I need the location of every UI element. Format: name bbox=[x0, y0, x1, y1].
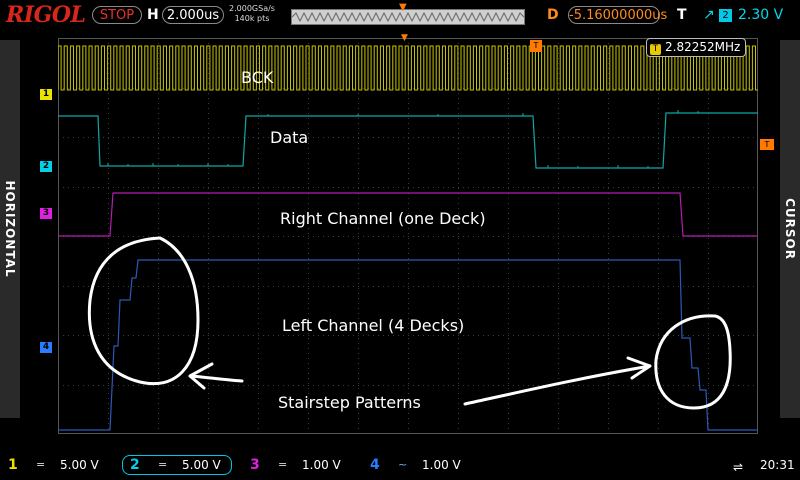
ch2-active-frame bbox=[122, 455, 232, 475]
memory-timeline-bar[interactable] bbox=[291, 9, 525, 25]
waveform-canvas bbox=[57, 38, 759, 434]
ch2-offset-marker[interactable]: 2 bbox=[40, 161, 52, 172]
ch2-number: 2 bbox=[130, 457, 140, 473]
clock: 20:31 bbox=[760, 458, 795, 472]
ch2-status[interactable]: 2 = 5.00 V bbox=[130, 455, 240, 475]
ac-coupling-icon: ~ bbox=[398, 458, 408, 471]
waveform-display[interactable] bbox=[57, 38, 759, 434]
dc-coupling-icon: = bbox=[36, 458, 46, 471]
ch4-status[interactable]: 4 ~ 1.00 V bbox=[370, 455, 480, 475]
frequency-counter: T 2.82252MHz bbox=[646, 38, 747, 57]
top-status-bar: RIGOL STOP H 2.000us 2.000GSa/s 140k pts… bbox=[0, 0, 800, 32]
horizontal-tab-label: HORIZONTAL bbox=[3, 180, 17, 278]
graticule bbox=[58, 38, 758, 434]
cursor-menu-tab[interactable]: CURSOR bbox=[780, 40, 800, 418]
delay-value[interactable]: -5.16000000us bbox=[568, 6, 668, 24]
ch1-offset-marker[interactable]: 1 bbox=[40, 89, 52, 100]
usb-icon: ⇌ bbox=[733, 460, 744, 474]
ch4-offset-marker[interactable]: 4 bbox=[40, 342, 52, 353]
ch4-number: 4 bbox=[370, 457, 380, 473]
annotation-bck: BCK bbox=[241, 68, 274, 87]
ch1-scale: 5.00 V bbox=[60, 458, 99, 472]
ch3-status[interactable]: 3 = 1.00 V bbox=[250, 455, 360, 475]
ch3-right-channel-trace bbox=[58, 192, 758, 237]
dc-coupling-icon: = bbox=[278, 458, 288, 471]
frequency-value: 2.82252MHz bbox=[665, 40, 741, 54]
trigger-label: T bbox=[677, 7, 687, 23]
trigger-position-icon: ▼ bbox=[399, 2, 407, 13]
trigger-time-marker[interactable]: T bbox=[530, 40, 542, 52]
trigger-position-arrow-icon: ▼ bbox=[401, 33, 408, 43]
trigger-source-badge[interactable]: 2 bbox=[719, 9, 732, 22]
trigger-t-icon: T bbox=[650, 44, 661, 55]
annotation-left-channel: Left Channel (4 Decks) bbox=[282, 316, 465, 335]
trigger-level-marker[interactable]: T bbox=[760, 139, 774, 150]
dc-coupling-icon: = bbox=[158, 458, 168, 471]
memory-depth: 140k pts bbox=[234, 14, 270, 23]
ch1-bck-trace bbox=[57, 45, 759, 91]
horizontal-menu-tab[interactable]: HORIZONTAL bbox=[0, 40, 20, 418]
timeline-waveform-preview bbox=[292, 11, 524, 23]
delay-label: D bbox=[547, 7, 559, 23]
acquisition-info: 2.000GSa/s 140k pts bbox=[229, 4, 275, 24]
sample-rate: 2.000GSa/s bbox=[229, 4, 275, 13]
annotation-data: Data bbox=[270, 128, 309, 147]
run-stop-button[interactable]: STOP bbox=[92, 6, 142, 24]
cursor-tab-label: CURSOR bbox=[783, 198, 797, 260]
ch2-data-trace bbox=[58, 112, 758, 169]
ch3-scale: 1.00 V bbox=[302, 458, 341, 472]
trigger-level[interactable]: 2.30 V bbox=[738, 7, 784, 23]
annotation-stairstep: Stairstep Patterns bbox=[278, 393, 421, 412]
rising-edge-icon: ↗ bbox=[703, 7, 715, 23]
brand-logo: RIGOL bbox=[6, 2, 86, 28]
annotation-right-channel: Right Channel (one Deck) bbox=[280, 209, 486, 228]
channel-status-bar: 1 = 5.00 V 2 = 5.00 V 3 = 1.00 V 4 ~ 1.0… bbox=[0, 452, 800, 480]
ch2-data-noise bbox=[107, 110, 699, 168]
ch4-scale: 1.00 V bbox=[422, 458, 461, 472]
horizontal-scale[interactable]: 2.000us bbox=[162, 6, 224, 24]
ch3-offset-marker[interactable]: 3 bbox=[40, 208, 52, 219]
horizontal-label: H bbox=[147, 7, 159, 23]
ch3-number: 3 bbox=[250, 457, 260, 473]
ch1-status[interactable]: 1 = 5.00 V bbox=[8, 455, 118, 475]
ch1-number: 1 bbox=[8, 457, 18, 473]
ch2-scale: 5.00 V bbox=[182, 458, 221, 472]
